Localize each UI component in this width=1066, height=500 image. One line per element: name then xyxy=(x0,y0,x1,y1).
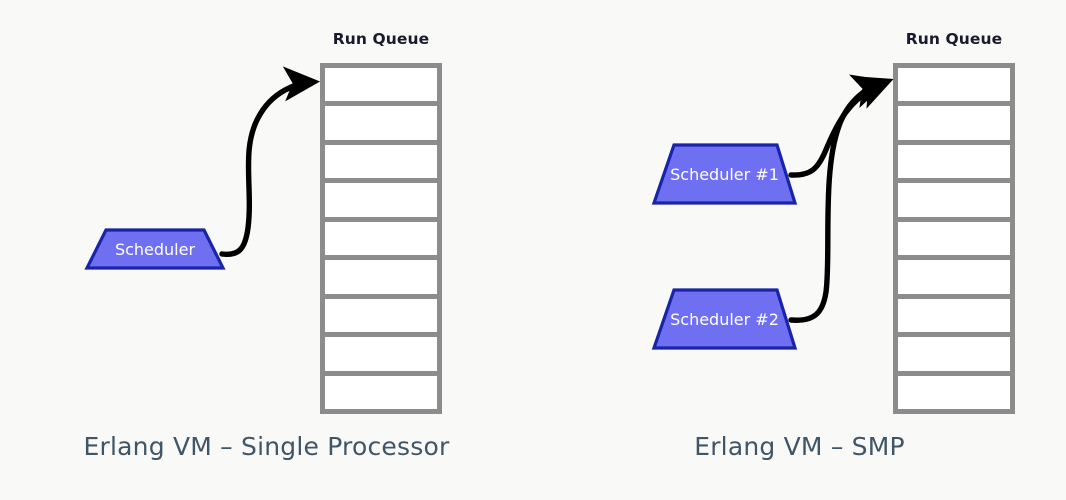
run-queue-cell xyxy=(898,183,1010,217)
scheduler-node[interactable]: Scheduler #1 xyxy=(651,143,798,205)
run-queue-cell xyxy=(898,298,1010,333)
scheduler-to-queue-arrow xyxy=(219,66,321,258)
scheduler-label: Scheduler xyxy=(114,239,196,259)
run-queue-cell xyxy=(325,68,437,102)
panel-caption: Erlang VM – Single Processor xyxy=(83,432,450,461)
scheduler2-to-queue-arrow xyxy=(788,74,889,323)
run-queue-label: Run Queue xyxy=(332,30,430,48)
run-queue xyxy=(320,63,442,414)
run-queue-cell xyxy=(325,260,437,294)
run-queue-cell xyxy=(325,337,437,371)
scheduler-label: Scheduler #1 xyxy=(670,164,779,184)
run-queue-cell xyxy=(898,221,1010,256)
run-queue-cell xyxy=(898,144,1010,179)
arrow-layer xyxy=(219,66,321,258)
scheduler-node[interactable]: Scheduler xyxy=(84,228,226,270)
scheduler1-to-queue-arrow xyxy=(788,76,894,178)
run-queue-cell xyxy=(898,375,1010,409)
scheduler-node[interactable]: Scheduler #2 xyxy=(651,288,798,350)
run-queue-cell xyxy=(898,68,1010,102)
run-queue-cell xyxy=(898,337,1010,371)
run-queue-cell xyxy=(325,298,437,333)
panel-caption: Erlang VM – SMP xyxy=(694,432,905,461)
scheduler-label: Scheduler #2 xyxy=(670,309,779,329)
run-queue-label: Run Queue xyxy=(905,30,1003,48)
panel-smp: Run Queue Scheduler #1 Scheduler #2 xyxy=(533,0,1066,500)
run-queue-cell xyxy=(325,375,437,409)
run-queue-cell xyxy=(325,183,437,217)
panel-single-processor: Run Queue Scheduler xyxy=(83,30,450,461)
run-queue xyxy=(893,63,1015,414)
run-queue-cell xyxy=(898,106,1010,140)
run-queue-cell xyxy=(325,106,437,140)
trapezoid-shape xyxy=(84,228,226,270)
run-queue-cell xyxy=(898,260,1010,294)
run-queue-cell xyxy=(325,221,437,256)
trapezoid-shape xyxy=(651,288,798,350)
run-queue-cell xyxy=(325,144,437,179)
